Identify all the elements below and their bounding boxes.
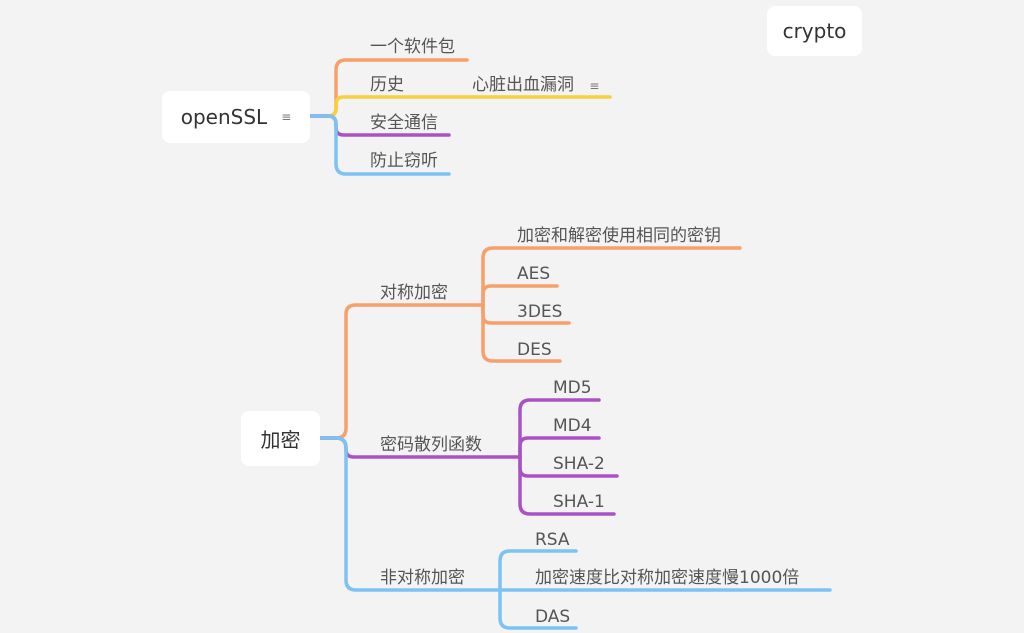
leaf-sha2[interactable]: SHA-2 [553, 454, 605, 474]
subtopic-anti-eavesdrop[interactable]: 防止窃听 [370, 151, 438, 171]
subtopic-package[interactable]: 一个软件包 [370, 37, 455, 57]
note-icon[interactable]: ≡ [281, 110, 292, 124]
leaf-md4[interactable]: MD4 [553, 416, 592, 436]
connector-eavesdrop [308, 114, 451, 176]
subtopic-heartbleed[interactable]: 心脏出血漏洞 ≡ [472, 75, 599, 96]
topic-encryption[interactable]: 加密 [241, 411, 320, 466]
topic-encryption-label: 加密 [260, 428, 301, 452]
leaf-same-key[interactable]: 加密和解密使用相同的密钥 [517, 226, 721, 246]
leaf-speed[interactable]: 加密速度比对称加密速度慢1000倍 [535, 568, 800, 588]
floating-topic-crypto[interactable]: crypto [767, 6, 862, 56]
subtopic-secure-comm[interactable]: 安全通信 [370, 113, 438, 133]
leaf-3des[interactable]: 3DES [517, 302, 563, 322]
topic-openssl-label: openSSL [180, 105, 268, 129]
leaf-sha1[interactable]: SHA-1 [553, 492, 605, 512]
subtopic-symmetric[interactable]: 对称加密 [380, 283, 448, 303]
connector-same-key [481, 246, 742, 307]
connector-symmetric [318, 303, 485, 440]
floating-topic-label: crypto [782, 19, 847, 43]
topic-openssl[interactable]: openSSL ≡ [162, 91, 310, 143]
connector-sha1 [518, 455, 616, 516]
leaf-das[interactable]: DAS [535, 607, 571, 627]
connector-aes [481, 284, 559, 307]
connector-das [498, 588, 578, 630]
leaf-des[interactable]: DES [517, 340, 552, 360]
subtopic-asymmetric[interactable]: 非对称加密 [380, 568, 465, 588]
connector-rsa [498, 549, 578, 592]
leaf-rsa[interactable]: RSA [535, 530, 570, 550]
connector-history [308, 95, 612, 118]
connector-asymmetric [318, 436, 502, 592]
connector-md5 [518, 398, 601, 459]
connector-des [481, 303, 562, 363]
leaf-md5[interactable]: MD5 [553, 378, 592, 398]
connector-md4 [518, 436, 601, 459]
note-icon[interactable]: ≡ [589, 79, 600, 93]
leaf-aes[interactable]: AES [517, 264, 551, 284]
subtopic-history[interactable]: 历史 [370, 75, 404, 95]
subtopic-hash[interactable]: 密码散列函数 [380, 435, 482, 455]
subtopic-heartbleed-label: 心脏出血漏洞 [472, 75, 574, 95]
